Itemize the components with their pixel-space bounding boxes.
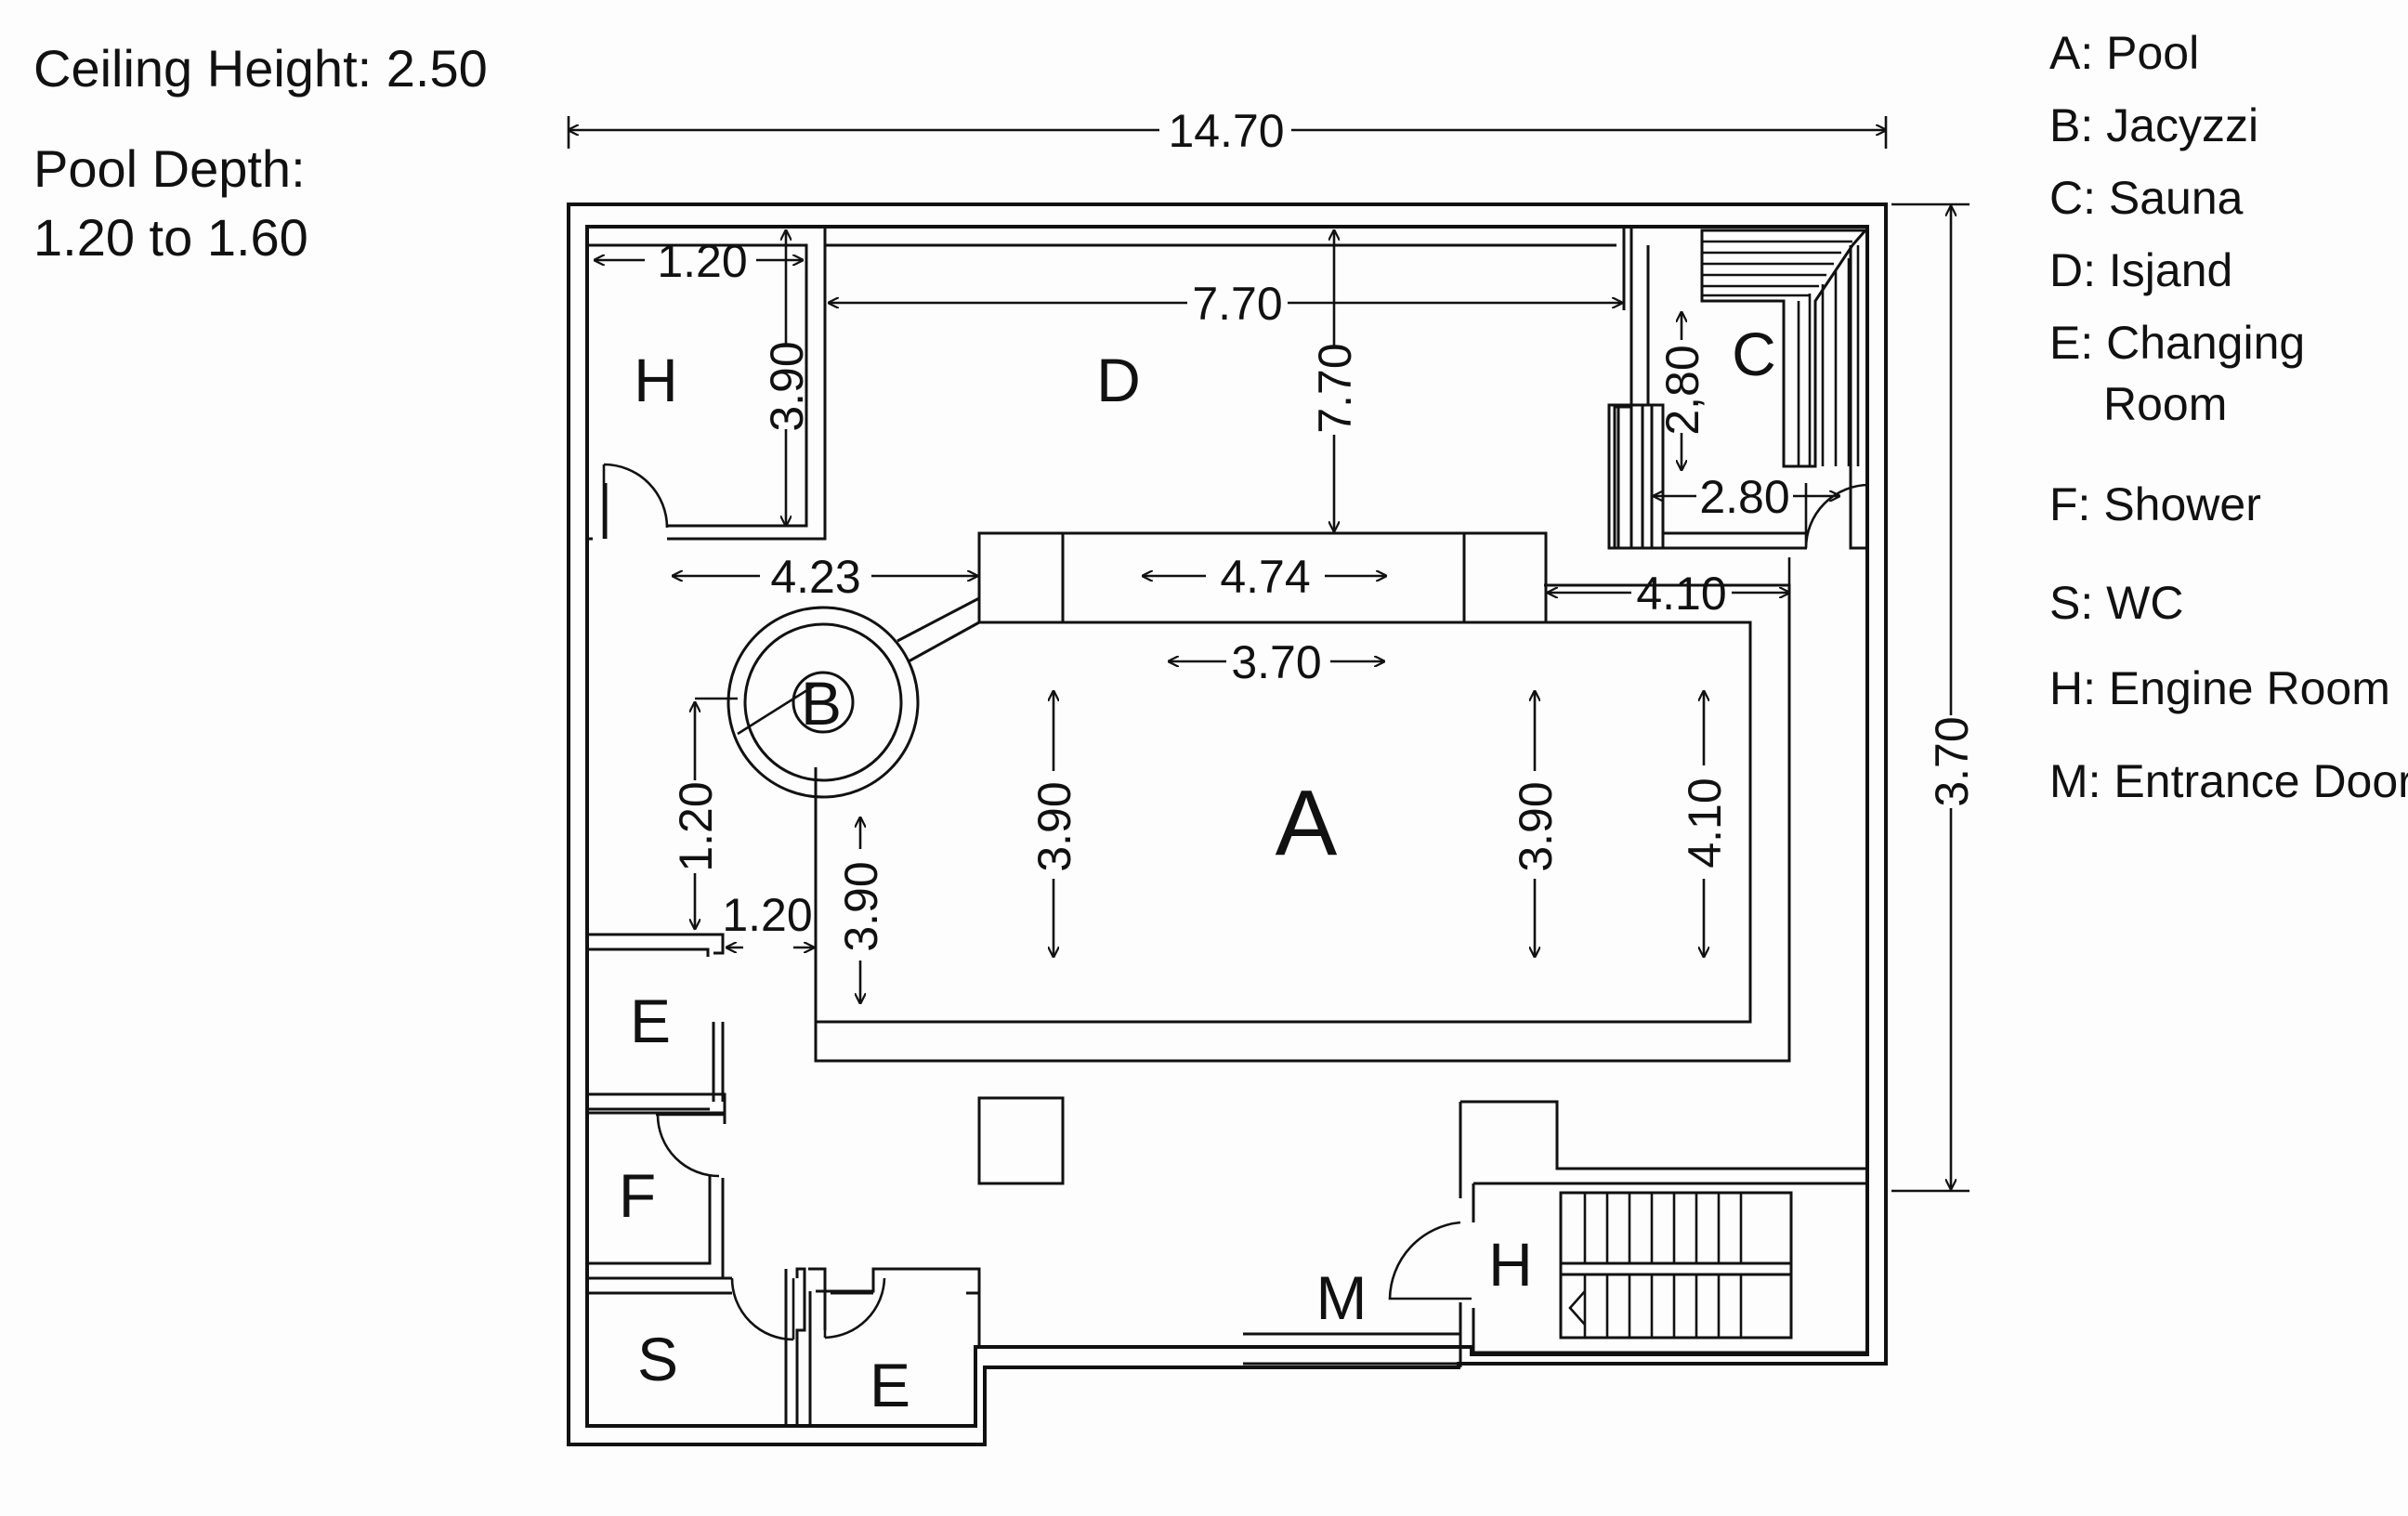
legend-item-changing-cont: Room — [2103, 378, 2228, 430]
dim-jacuzzi-to-wall: 1.20 — [670, 781, 722, 871]
legend-item-entrance-door: M: Entrance Door — [2049, 755, 2408, 807]
room-label-engine-bottom: H — [1488, 1230, 1533, 1299]
room-label-engine-top: H — [634, 346, 678, 414]
wc-and-changing-2 — [587, 1267, 981, 1426]
pool-depth-range: 1.20 to 1.60 — [33, 208, 308, 267]
changing-room-1 — [587, 933, 726, 1113]
room-label-shower: F — [619, 1161, 656, 1230]
dim-jacuzzi-offset: 4.23 — [770, 551, 860, 603]
room-label-changing-2: E — [870, 1351, 910, 1419]
dimension-labels: 14.70 3.70 1.20 3.90 7.70 7.70 2,80 2.80… — [657, 105, 1978, 952]
room-label-entrance: M — [1316, 1263, 1368, 1332]
dim-corridor-width: 1.20 — [722, 889, 812, 941]
legend-item-jacuzzi: B: Jacyzzi — [2049, 99, 2259, 151]
dim-island-height: 7.70 — [1309, 343, 1361, 433]
dim-island-width: 7.70 — [1192, 278, 1282, 330]
room-label-pool: A — [1276, 771, 1338, 875]
engine-room-top — [587, 225, 827, 541]
legend-item-shower: F: Shower — [2049, 478, 2261, 530]
island — [825, 225, 1626, 310]
room-label-wc: S — [637, 1325, 678, 1393]
dim-engine-height: 3.90 — [761, 341, 813, 431]
dim-overall-height: 3.70 — [1926, 716, 1978, 806]
room-label-island: D — [1096, 346, 1141, 414]
room-label-sauna: C — [1732, 320, 1776, 388]
room-label-changing-1: E — [630, 987, 671, 1055]
dim-sauna-height: 2,80 — [1656, 345, 1708, 435]
dim-pool-depth-2: 3.90 — [1510, 781, 1562, 871]
dim-engine-width: 1.20 — [657, 235, 747, 287]
ceiling-height-note: Ceiling Height: 2.50 — [33, 39, 488, 98]
legend-item-wc: S: WC — [2049, 577, 2184, 629]
legend-item-changing: E: Changing — [2049, 317, 2306, 369]
sauna — [1607, 227, 1870, 550]
dim-overall-width: 14.70 — [1168, 105, 1284, 157]
column — [977, 1096, 1065, 1185]
dim-pool-depth-1: 3.90 — [1028, 781, 1080, 871]
dim-sauna-width: 2.80 — [1699, 471, 1789, 523]
legend-item-island: D: Isjand — [2049, 244, 2233, 296]
legend-item-sauna: C: Sauna — [2049, 172, 2244, 224]
room-labels: H D C B A E F S E M H — [619, 320, 1776, 1419]
dim-pool-left-depth: 3.90 — [835, 861, 887, 951]
dim-pool-top-width: 3.70 — [1231, 636, 1321, 688]
dim-bridge-length: 4.74 — [1220, 551, 1310, 603]
room-label-jacuzzi: B — [801, 669, 842, 738]
legend-item-pool: A: Pool — [2049, 27, 2200, 79]
dim-right-offset: 4.10 — [1636, 568, 1726, 620]
outer-wall — [567, 203, 1888, 1446]
dimension-lines — [567, 116, 1970, 1193]
entrance-and-stair — [1243, 1100, 1869, 1367]
pool-depth-label: Pool Depth: — [33, 139, 306, 198]
dim-pool-depth-3: 4.10 — [1679, 778, 1731, 868]
pool — [814, 531, 1791, 1063]
jacuzzi — [726, 606, 920, 799]
legend-item-engine-room: H: Engine Room — [2049, 662, 2390, 714]
